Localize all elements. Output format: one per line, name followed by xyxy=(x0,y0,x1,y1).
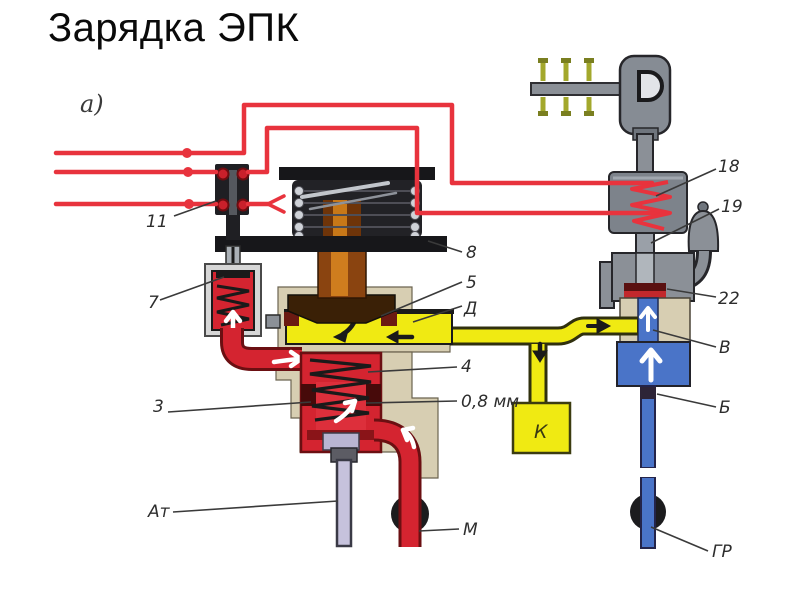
blue-pipe-lower xyxy=(640,476,656,549)
prong-caps xyxy=(538,58,594,116)
valve7-spring xyxy=(216,284,250,327)
leader-lines xyxy=(159,168,720,552)
callout-at: Ат xyxy=(147,502,171,522)
port-b-band xyxy=(640,387,656,399)
chamber-k-box xyxy=(511,401,572,455)
callout-gr: ГР xyxy=(712,542,732,562)
callout-19: 19 xyxy=(721,197,743,217)
callout-4: 4 xyxy=(461,357,472,377)
wire-top xyxy=(53,102,655,186)
callout-11: 11 xyxy=(146,212,168,232)
callout-22: 22 xyxy=(718,289,740,309)
whistle-d-port xyxy=(637,70,664,102)
terminal-block xyxy=(215,164,250,240)
callout-orifice: 0,8 мм xyxy=(461,392,519,412)
wire-fork xyxy=(266,194,286,214)
left-port-nub xyxy=(265,314,281,329)
red-line-m xyxy=(373,418,429,547)
page-title: Зарядка ЭПК xyxy=(48,6,300,50)
main-red-chamber xyxy=(299,351,383,454)
wire-junction-dots xyxy=(182,148,194,209)
flow-arrows-blue xyxy=(639,306,663,383)
right-valve-unit xyxy=(530,54,720,549)
callout-m: М xyxy=(463,520,478,540)
callout-5: 5 xyxy=(466,273,477,293)
terminals xyxy=(216,167,250,212)
diaphragm-plate xyxy=(287,294,396,324)
callout-8: 8 xyxy=(466,243,477,263)
solenoid-coil xyxy=(215,167,447,252)
electromagnet-winding xyxy=(630,180,672,231)
charging-valve-7 xyxy=(204,245,262,337)
callout-d: Д xyxy=(463,299,477,319)
figure-label: а) xyxy=(80,90,104,118)
coil-base-plate xyxy=(215,236,447,252)
atmosphere-pipe xyxy=(330,447,358,548)
wiring xyxy=(53,102,661,216)
red-channel-7-to-3 xyxy=(220,328,304,371)
callout-v: В xyxy=(719,338,731,358)
callout-k: К xyxy=(534,421,549,443)
callout-18: 18 xyxy=(718,157,740,177)
callout-b: Б xyxy=(719,398,731,418)
valve-seat-22 xyxy=(624,283,666,291)
whistle-stem xyxy=(636,133,654,175)
callout-7: 7 xyxy=(148,293,159,313)
callout-3: 3 xyxy=(153,397,164,417)
core-and-diaphragm xyxy=(284,249,397,326)
wire-middle-right xyxy=(245,125,661,216)
